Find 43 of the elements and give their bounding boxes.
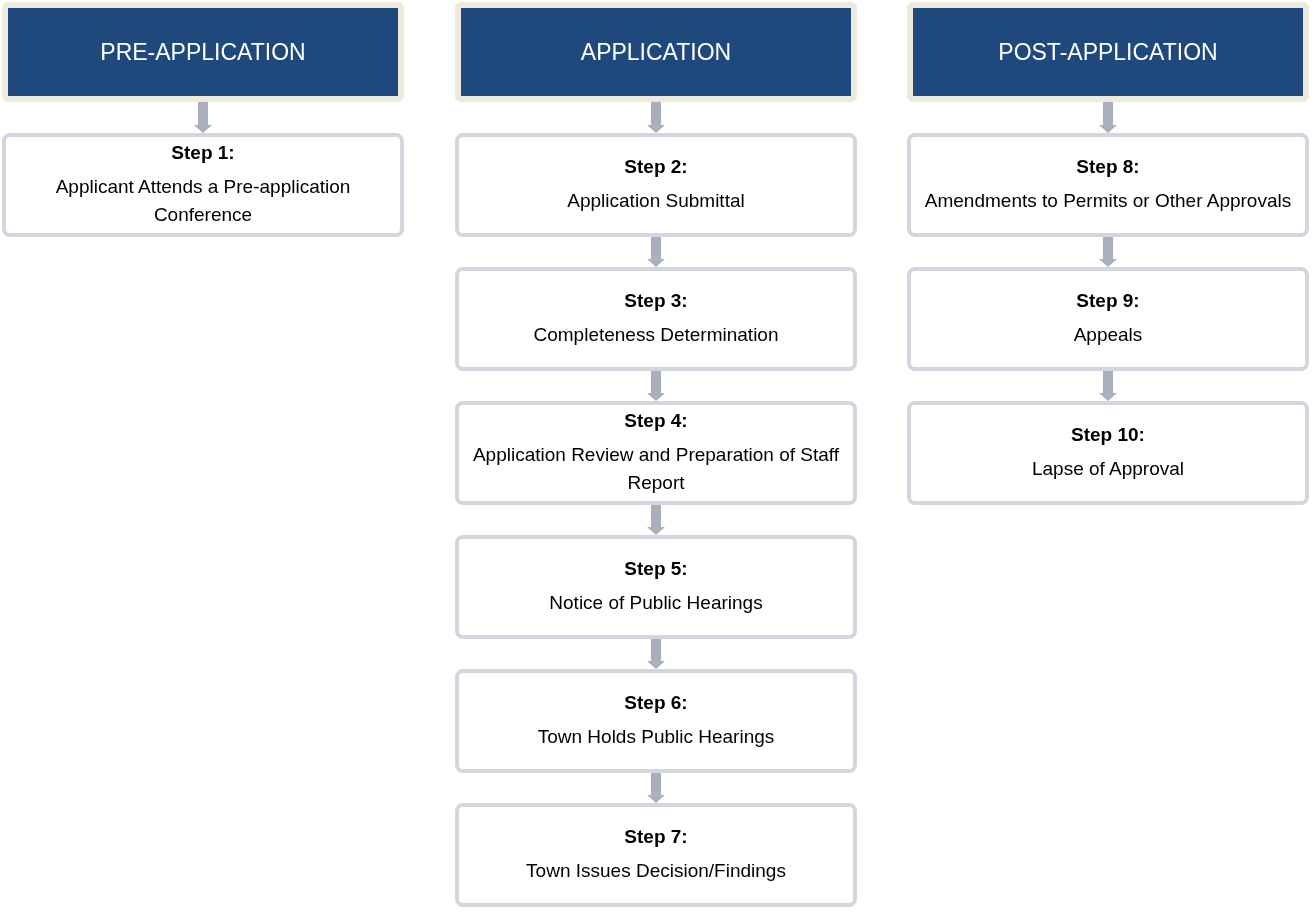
step-description: Application Submittal bbox=[567, 188, 745, 213]
step-box bbox=[907, 267, 1309, 371]
phase-header: PRE-APPLICATION bbox=[2, 2, 404, 102]
step-number: Step 9: bbox=[1076, 289, 1140, 313]
step-description: Applicant Attends a Pre-application Conference bbox=[54, 174, 352, 227]
step-description: Application Review and Preparation of Staff Report bbox=[471, 442, 841, 495]
step-number: Step 5: bbox=[624, 557, 688, 581]
step-description: Lapse of Approval bbox=[1031, 456, 1185, 481]
step-description: Town Issues Decision/Findings bbox=[526, 858, 786, 883]
step-number: Step 1: bbox=[171, 141, 235, 165]
arrow bbox=[647, 102, 665, 133]
step-number: Step 6: bbox=[624, 691, 688, 715]
step-box bbox=[455, 401, 857, 505]
arrow bbox=[647, 505, 665, 535]
step-box bbox=[455, 535, 857, 639]
step-box bbox=[455, 133, 857, 237]
step-number: Step 4: bbox=[624, 409, 688, 433]
arrow bbox=[1099, 237, 1117, 267]
phase-header: POST-APPLICATION bbox=[907, 2, 1309, 102]
step-number: Step 3: bbox=[624, 289, 688, 313]
step-description: Amendments to Permits or Other Approvals bbox=[924, 188, 1292, 213]
step-description: Notice of Public Hearings bbox=[549, 590, 763, 615]
arrow bbox=[1099, 102, 1117, 133]
step-number: Step 10: bbox=[1071, 423, 1145, 447]
arrow bbox=[647, 371, 665, 401]
step-box bbox=[455, 267, 857, 371]
step-box bbox=[455, 669, 857, 773]
step-box bbox=[907, 401, 1309, 505]
step-description: Appeals bbox=[1073, 322, 1143, 347]
step-description: Completeness Determination bbox=[533, 322, 779, 347]
phase-header: APPLICATION bbox=[455, 2, 857, 102]
step-description: Town Holds Public Hearings bbox=[537, 724, 775, 749]
step-box bbox=[907, 133, 1309, 237]
arrow bbox=[647, 237, 665, 267]
step-number: Step 8: bbox=[1076, 155, 1140, 179]
step-box bbox=[455, 803, 857, 907]
step-number: Step 2: bbox=[624, 155, 688, 179]
arrow bbox=[1099, 371, 1117, 401]
arrow bbox=[647, 639, 665, 669]
arrow bbox=[194, 102, 212, 133]
step-number: Step 7: bbox=[624, 825, 688, 849]
arrow bbox=[647, 773, 665, 803]
step-box bbox=[2, 133, 404, 237]
